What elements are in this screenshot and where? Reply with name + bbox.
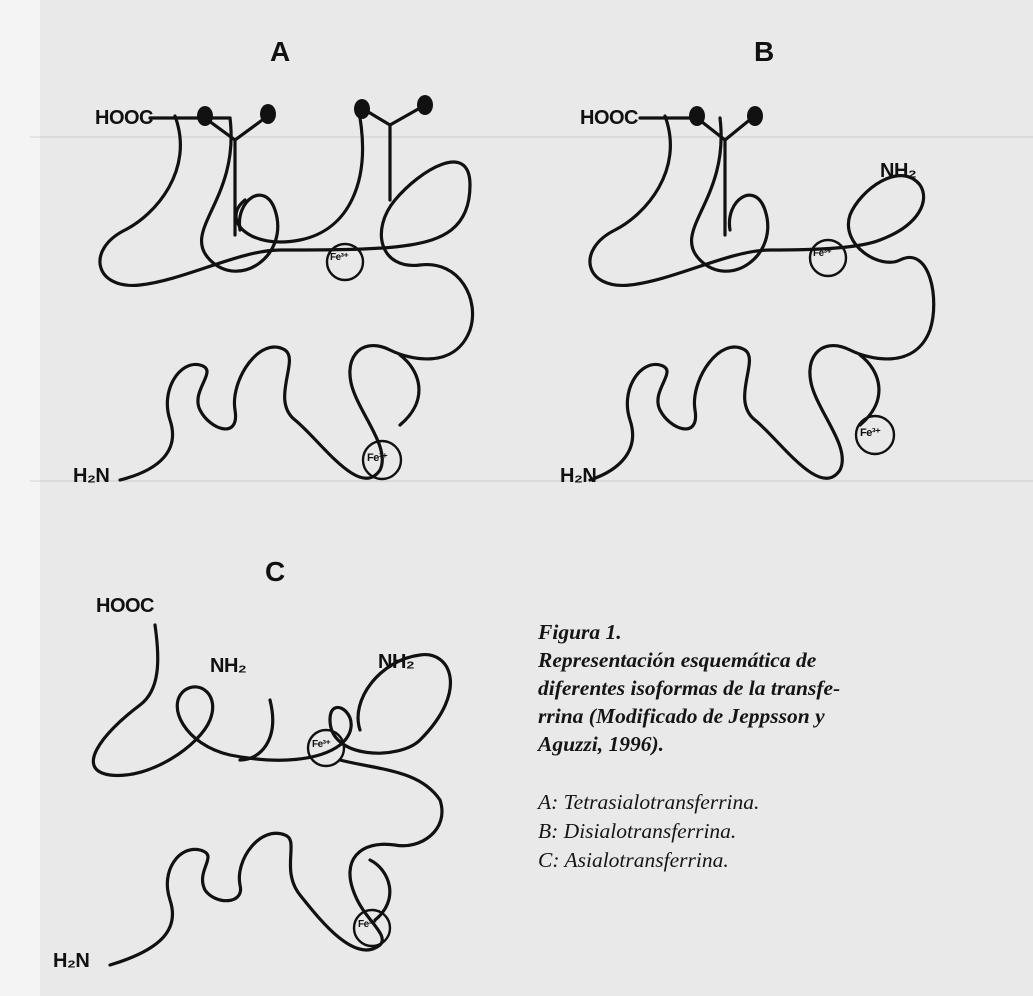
fe-label-a1: Fe³⁺	[330, 252, 348, 263]
panel-letter-c: C	[265, 556, 285, 588]
legend-item-a: A: Tetrasialotransferrina.	[538, 788, 978, 817]
nh2-label-c1: NH₂	[210, 655, 246, 678]
h2n-label-a: H₂N	[73, 465, 109, 488]
sialic-dot	[747, 106, 763, 126]
caption-line: diferentes isoformas de la transfe-	[538, 674, 978, 702]
legend-item-b: B: Disialotransferrina.	[538, 817, 978, 846]
nh2-label-c2: NH₂	[378, 651, 414, 674]
fe-label-c2: Fe³⁺	[358, 919, 376, 930]
sialic-dot	[260, 104, 276, 124]
sialic-dot	[354, 99, 370, 119]
fe-label-c1: Fe³⁺	[312, 739, 330, 750]
h2n-label-c: H₂N	[53, 950, 89, 973]
caption-line: Aguzzi, 1996).	[538, 730, 978, 758]
fe-label-b1: Fe³⁺	[813, 248, 831, 259]
panel-a-chain	[100, 108, 473, 480]
fe-label-b2: Fe³⁺	[860, 426, 880, 439]
panel-letter-b: B	[754, 36, 774, 68]
hooc-label-a: HOOC	[95, 107, 153, 130]
caption-title: Figura 1.	[538, 618, 978, 646]
hooc-label-c: HOOC	[96, 595, 154, 618]
hooc-label-b: HOOC	[580, 107, 638, 130]
sialic-dot	[689, 106, 705, 126]
h2n-label-b: H₂N	[560, 465, 596, 488]
nh2-label-b: NH₂	[880, 160, 916, 183]
sialic-dot	[417, 95, 433, 115]
figure-caption: Figura 1. Representación esquemática de …	[538, 618, 978, 875]
fe-label-a2: Fe³⁺	[367, 451, 387, 464]
caption-line: rrina (Modificado de Jeppsson y	[538, 702, 978, 730]
panel-letter-a: A	[270, 36, 290, 68]
caption-line: Representación esquemática de	[538, 646, 978, 674]
sialic-dot	[197, 106, 213, 126]
panel-c-chain	[93, 625, 450, 965]
caption-legend: A: Tetrasialotransferrina. B: Disialotra…	[538, 788, 978, 875]
legend-item-c: C: Asialotransferrina.	[538, 846, 978, 875]
